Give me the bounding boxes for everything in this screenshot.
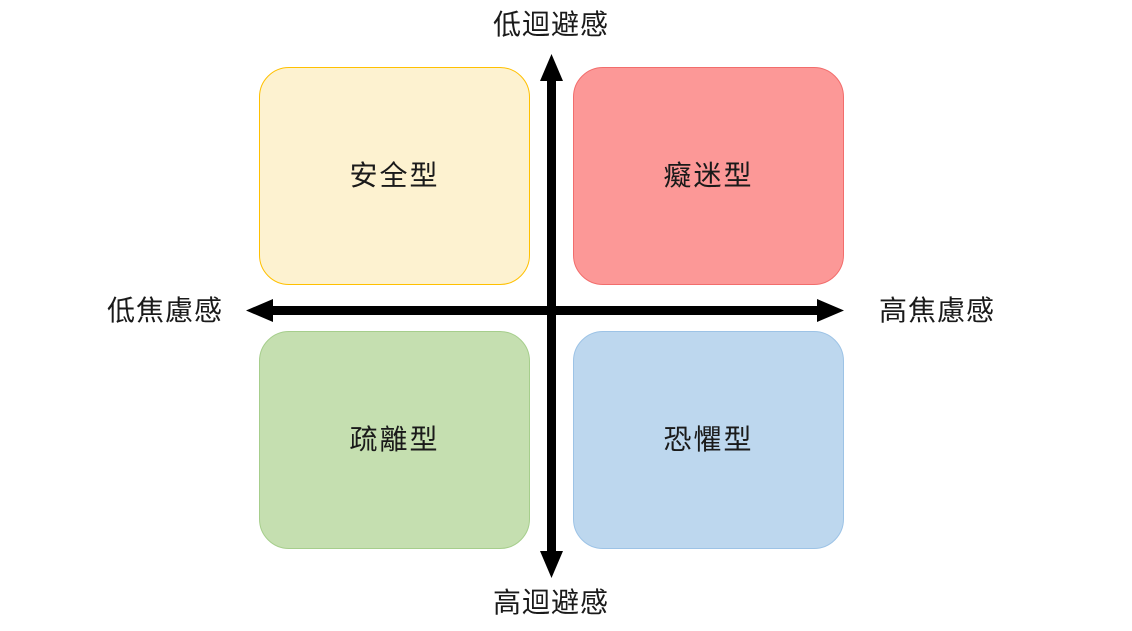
quadrant-top-left-secure: 安全型 xyxy=(259,67,530,285)
axis-label-low-anxiety: 低焦慮感 xyxy=(106,295,223,326)
quadrant-bottom-right-fearful: 恐懼型 xyxy=(573,331,844,549)
quadrant-top-right-preoccupied: 癡迷型 xyxy=(573,67,844,285)
quadrant-label-secure: 安全型 xyxy=(349,160,440,191)
quadrant-label-fearful: 恐懼型 xyxy=(663,424,754,455)
arrow-right-icon xyxy=(817,299,844,322)
axis-label-high-anxiety: 高焦慮感 xyxy=(878,295,995,326)
axis-label-low-avoidance: 低迴避感 xyxy=(492,9,609,40)
quadrant-bottom-left-dismissive: 疏離型 xyxy=(259,331,530,549)
arrow-down-icon xyxy=(540,551,563,578)
quadrant-label-dismissive: 疏離型 xyxy=(349,424,440,455)
axis-label-high-avoidance: 高迴避感 xyxy=(492,587,609,618)
arrow-up-icon xyxy=(540,54,563,81)
quadrant-label-preoccupied: 癡迷型 xyxy=(663,160,754,191)
arrow-left-icon xyxy=(246,299,273,322)
